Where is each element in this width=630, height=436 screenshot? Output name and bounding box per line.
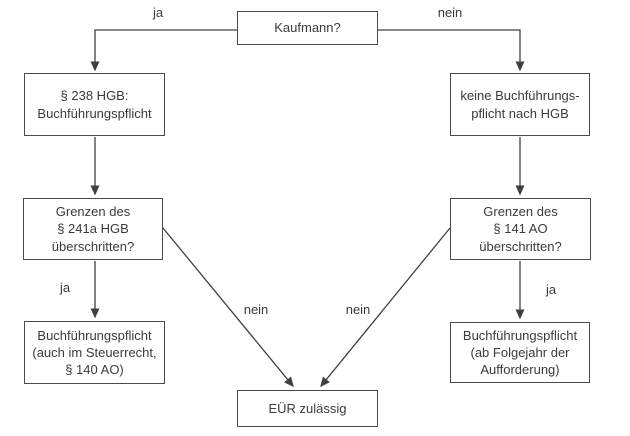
edge-label-kaufmann-nein: nein xyxy=(437,5,463,20)
node-grenzen-ao-label: Grenzen des § 141 AO überschritten? xyxy=(479,204,562,254)
node-pflicht-steuerrecht: Buchführungspflicht (auch im Steuerrecht… xyxy=(24,321,165,384)
node-kaufmann-label: Kaufmann? xyxy=(274,20,341,36)
node-pflicht-folgejahr-label: Buchführungspflicht (ab Folgejahr der Au… xyxy=(462,327,578,378)
edge-kaufmann-nein-line xyxy=(378,29,525,72)
edge-grenzenhgb-nein-line xyxy=(162,227,294,388)
node-keine-pflicht: keine Buchführungs- pflicht nach HGB xyxy=(450,73,590,136)
node-keine-pflicht-label: keine Buchführungs- pflicht nach HGB xyxy=(460,88,580,121)
node-pflicht-steuerrecht-label: Buchführungspflicht (auch im Steuerrecht… xyxy=(32,327,157,378)
edge-label-grenzen-ao-nein: nein xyxy=(345,302,371,317)
node-euer-zulaessig-label: EÜR zulässig xyxy=(268,400,347,416)
edge-label-grenzen-hgb-ja: ja xyxy=(59,280,71,295)
node-grenzen-ao: Grenzen des § 141 AO überschritten? xyxy=(450,198,591,260)
edge-label-grenzen-hgb-nein: nein xyxy=(243,302,269,317)
node-grenzen-hgb-label: Grenzen des § 241a HGB überschritten? xyxy=(51,204,135,254)
node-hgb-pflicht-label: § 238 HGB: Buchführungspflicht xyxy=(37,88,152,121)
edge-kaufmann-ja-line xyxy=(90,29,237,72)
node-pflicht-folgejahr: Buchführungspflicht (ab Folgejahr der Au… xyxy=(450,322,590,383)
node-hgb-pflicht: § 238 HGB: Buchführungspflicht xyxy=(24,73,165,136)
edge-grenzenao-nein-line xyxy=(320,227,451,388)
edge-label-kaufmann-ja: ja xyxy=(152,5,164,20)
edge-label-grenzen-ao-ja: ja xyxy=(545,282,557,297)
node-grenzen-hgb: Grenzen des § 241a HGB überschritten? xyxy=(23,198,163,260)
node-euer-zulaessig: EÜR zulässig xyxy=(237,390,378,427)
node-kaufmann: Kaufmann? xyxy=(237,11,378,45)
